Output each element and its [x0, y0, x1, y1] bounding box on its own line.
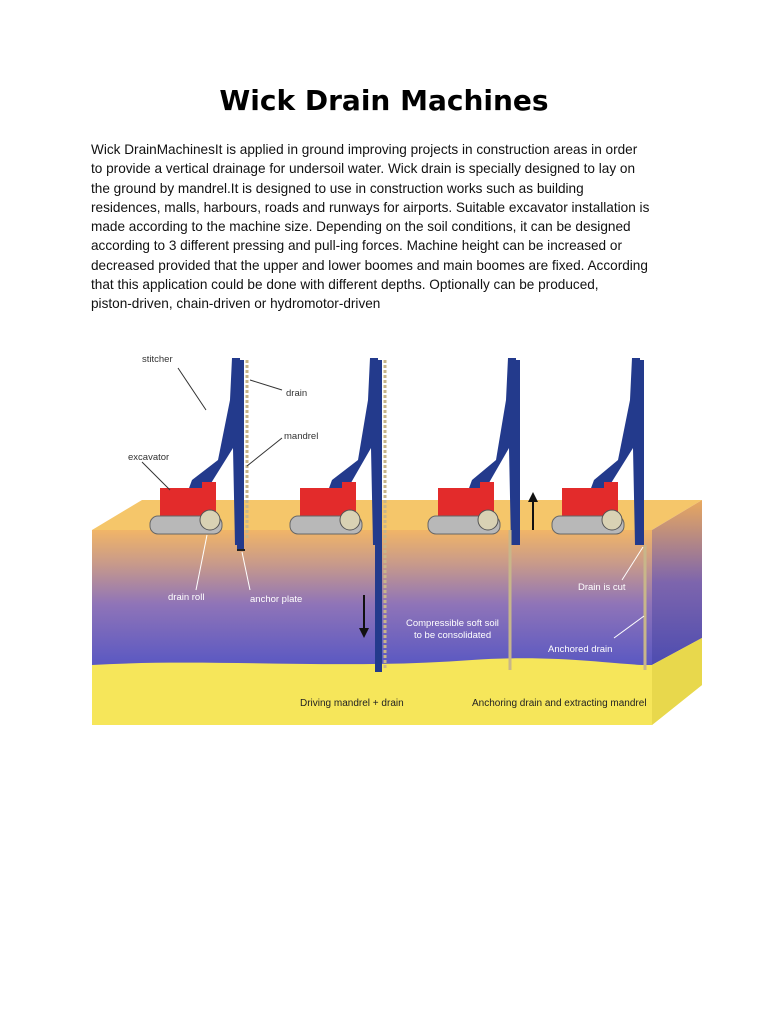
paragraph-line: that this application could be done with…	[91, 277, 599, 293]
label-excavator: excavator	[128, 452, 169, 463]
up-arrow-head	[528, 492, 538, 502]
wick-drain-diagram: stitcher drain mandrel excavator drain r…	[92, 340, 704, 728]
machine-2	[289, 358, 387, 672]
description-paragraph: Wick DrainMachinesIt is applied in groun…	[91, 140, 691, 314]
caption-anchoring-drain: Anchoring drain and extracting mandrel	[472, 698, 647, 709]
paragraph-line: residences, malls, harbours, roads and r…	[91, 199, 650, 215]
leader-drain-roll	[195, 534, 208, 591]
excavator-body	[604, 482, 618, 514]
leader-drain-cut	[621, 546, 644, 581]
label-stitcher: stitcher	[142, 354, 173, 365]
machine-4	[551, 358, 647, 670]
diagram-svg: stitcher drain mandrel excavator drain r…	[92, 354, 702, 725]
label-drain-is-cut: Drain is cut	[578, 582, 626, 593]
down-arrow-head	[359, 628, 369, 638]
caption-driving-mandrel: Driving mandrel + drain	[300, 698, 404, 709]
drain-roll	[199, 509, 221, 531]
leader-drain	[249, 379, 283, 391]
page-title: Wick Drain Machines	[219, 84, 549, 117]
paragraph-line: Wick DrainMachinesIt is applied in groun…	[91, 142, 638, 157]
soil-layer-side	[652, 500, 702, 665]
label-soft-soil-2: to be consolidated	[414, 630, 491, 641]
excavator-cab	[562, 488, 604, 516]
drain-roll	[601, 509, 623, 531]
paragraph-line: decreased provided that the upper and lo…	[91, 257, 648, 273]
excavator-cab	[160, 488, 202, 516]
mandrel	[637, 360, 644, 545]
paragraph-line: made according to the machine size. Depe…	[91, 219, 631, 235]
excavator-body	[202, 482, 216, 514]
label-drain-roll: drain roll	[168, 592, 204, 603]
label-drain: drain	[286, 388, 307, 399]
mandrel	[513, 360, 520, 545]
paragraph-line: to provide a vertical drainage for under…	[91, 161, 636, 177]
soil-layer-front	[92, 530, 652, 665]
label-mandrel: mandrel	[284, 431, 318, 442]
excavator-body	[480, 482, 494, 514]
leader-excavator	[141, 461, 171, 491]
label-anchored-drain: Anchored drain	[548, 644, 612, 655]
excavator-cab	[300, 488, 342, 516]
excavator-cab	[438, 488, 480, 516]
paragraph-line: the ground by mandrel.It is designed to …	[91, 180, 584, 196]
machine-1	[149, 358, 249, 551]
paragraph-line: piston-driven, chain-driven or hydromoto…	[91, 296, 381, 312]
sand-bottom-layer	[92, 638, 702, 725]
excavator-body	[342, 482, 356, 514]
machine-3	[427, 358, 538, 670]
leader-anchored-drain	[613, 615, 645, 639]
mandrel	[237, 360, 244, 550]
paragraph-line: according to 3 different pressing and pu…	[91, 238, 622, 254]
mandrel	[375, 360, 382, 672]
drain-roll	[477, 509, 499, 531]
leader-stitcher	[177, 367, 207, 411]
leader-mandrel	[246, 437, 283, 467]
drain-roll	[339, 509, 361, 531]
label-anchor-plate: anchor plate	[250, 594, 302, 605]
leader-anchor-plate	[241, 551, 251, 591]
label-soft-soil-1: Compressible soft soil	[406, 618, 499, 629]
ground-top-surface	[92, 500, 702, 530]
sand-bottom-side	[652, 638, 702, 725]
